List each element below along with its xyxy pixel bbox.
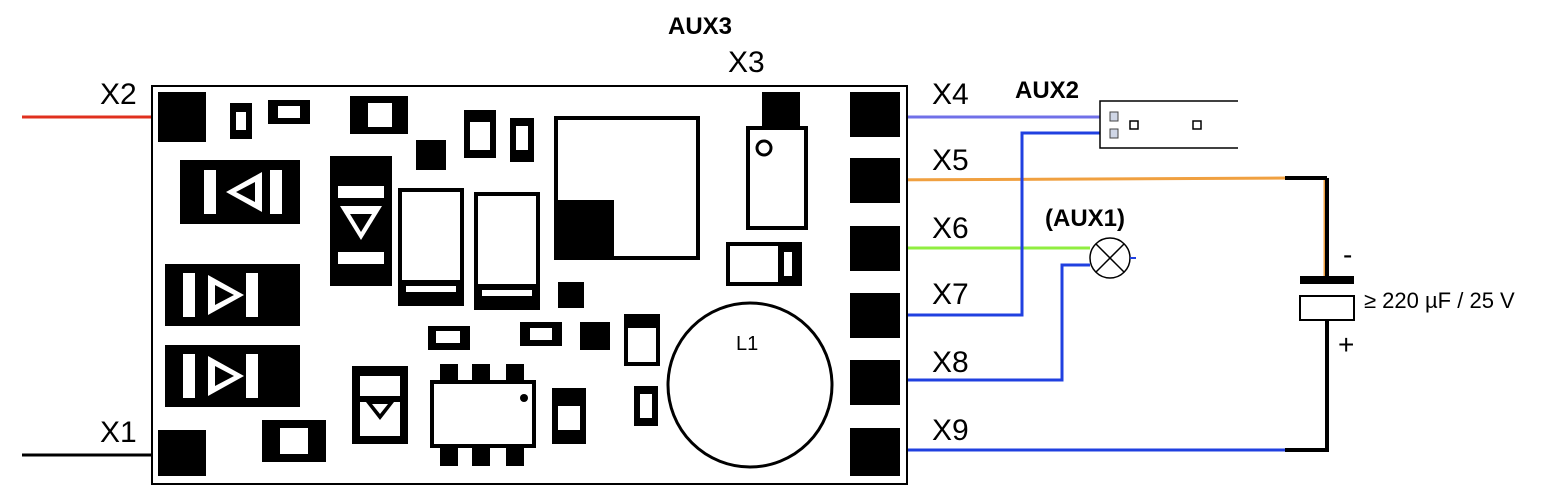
label-aux3: AUX3	[668, 13, 732, 40]
label-aux2: AUX2	[1015, 77, 1079, 104]
label-x7: X7	[932, 278, 969, 311]
label-aux1: (AUX1)	[1045, 205, 1125, 232]
capacitor-plus: +	[1338, 329, 1354, 360]
label-x2: X2	[100, 78, 137, 111]
capacitor-rating: ≥ 220 µF / 25 V	[1364, 288, 1515, 313]
pad-x4	[850, 92, 900, 137]
inductor-l1	[666, 301, 834, 469]
pad-x3	[762, 92, 800, 132]
pad-x2	[158, 92, 206, 142]
pad-x8	[850, 360, 900, 405]
labels: X2 X1 AUX3 X3 X4 AUX2 X5 (AUX1) X6 X7 X8…	[100, 13, 1515, 449]
l1-label: L1	[736, 333, 758, 355]
pads	[158, 92, 900, 476]
label-x3: X3	[728, 46, 765, 79]
label-x1: X1	[100, 416, 137, 449]
label-x8: X8	[932, 346, 969, 379]
aux2-connector	[1099, 100, 1238, 149]
wires	[22, 115, 1329, 457]
pad-x5	[850, 158, 900, 203]
pad-x1	[158, 430, 206, 476]
pad-x7	[850, 293, 900, 338]
label-x6: X6	[932, 212, 969, 245]
label-x5: X5	[932, 144, 969, 177]
pad-x6	[850, 226, 900, 271]
capacitor	[1299, 276, 1355, 321]
label-x9: X9	[932, 414, 969, 447]
pad-x9	[850, 428, 900, 476]
smd-components	[165, 96, 808, 466]
capacitor-minus: -	[1343, 239, 1352, 270]
wire-x8	[875, 263, 1090, 382]
wire-x7	[875, 131, 1106, 317]
label-x4: X4	[932, 78, 969, 111]
lamp-aux1	[1089, 237, 1136, 279]
